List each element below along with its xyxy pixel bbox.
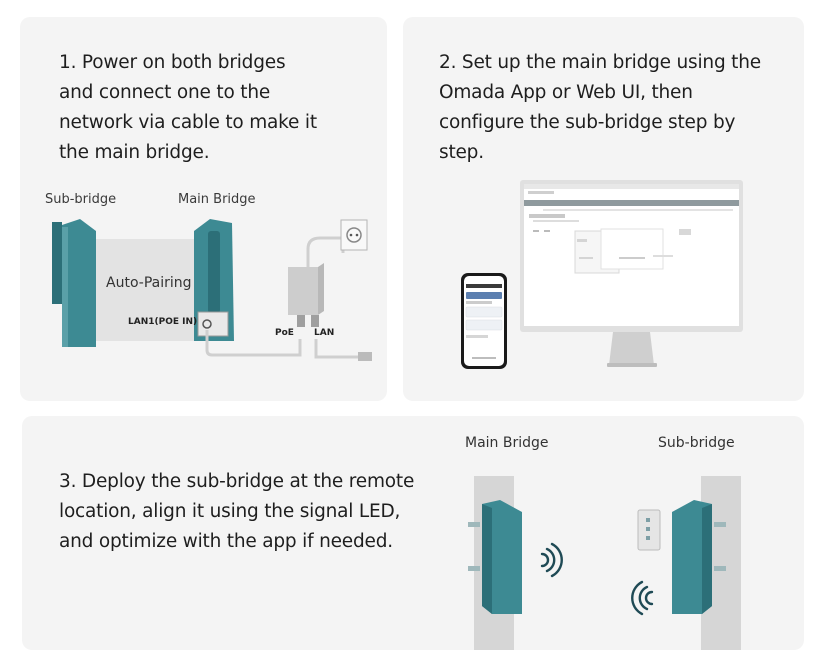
- auto-pairing-label: Auto-Pairing: [106, 275, 192, 291]
- ethernet-cable-icon: [205, 330, 302, 357]
- monitor-icon: [520, 180, 743, 367]
- step-1-card: 1. Power on both bridges and connect one…: [20, 17, 387, 401]
- phone-icon: [461, 273, 507, 369]
- main-bridge-device-step3: [482, 500, 522, 614]
- lan-port-label: LAN: [314, 328, 335, 338]
- signal-waves-icon: [540, 542, 563, 578]
- sub-bridge-device-step3: [672, 500, 712, 614]
- step-2-text: 2. Set up the main bridge using the Omad…: [439, 52, 761, 163]
- step-3-card: 3. Deploy the sub-bridge at the remote l…: [22, 416, 804, 650]
- step-2-card: 2. Set up the main bridge using the Omad…: [403, 17, 804, 401]
- status-led-icon: [637, 509, 661, 551]
- main-bridge-label: Main Bridge: [178, 192, 256, 207]
- step-3-text: 3. Deploy the sub-bridge at the remote l…: [59, 471, 415, 552]
- poe-adapter-icon: [288, 236, 345, 327]
- sub-bridge-label: Sub-bridge: [45, 192, 117, 207]
- main-bridge-label-step3: Main Bridge: [465, 435, 549, 451]
- lan1-poe-in-label: LAN1(POE IN): [128, 317, 198, 327]
- pairing-illustration: [52, 219, 372, 361]
- power-outlet-icon: [340, 219, 368, 251]
- poe-port-label: PoE: [275, 328, 294, 338]
- sub-bridge-device: [52, 219, 96, 347]
- setup-illustration: [461, 180, 743, 369]
- deployment-illustration: [468, 476, 741, 650]
- sub-bridge-label-step3: Sub-bridge: [658, 435, 735, 451]
- auto-pairing-band: [90, 239, 198, 341]
- main-bridge-device: [194, 219, 234, 341]
- step-1-text: 1. Power on both bridges and connect one…: [59, 52, 317, 163]
- signal-waves-icon: [631, 580, 654, 616]
